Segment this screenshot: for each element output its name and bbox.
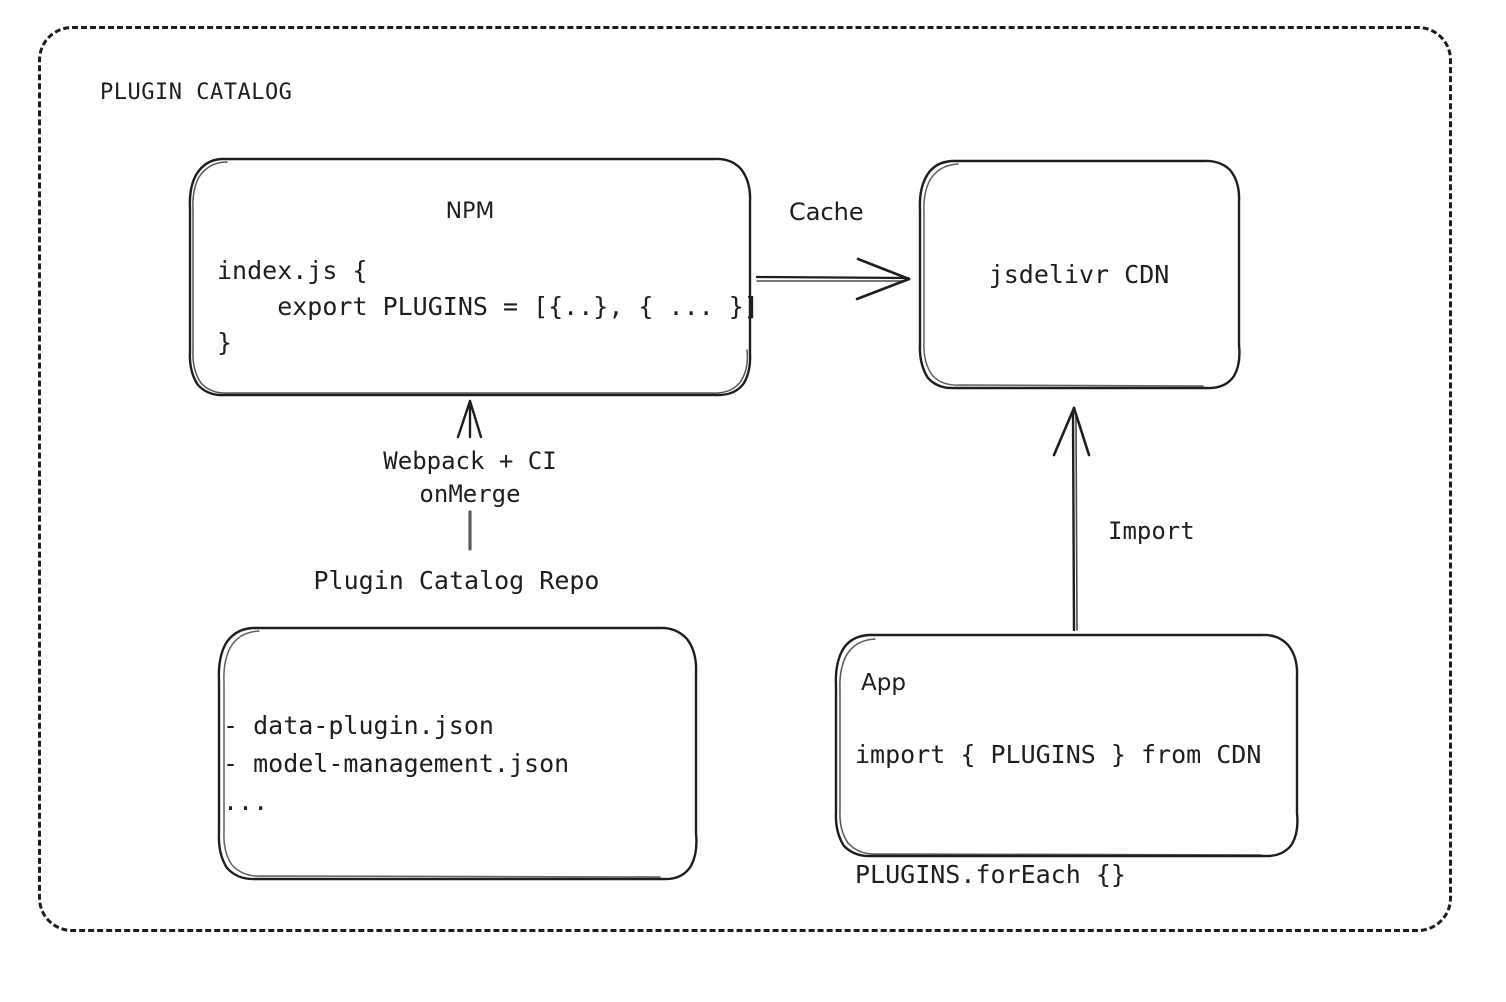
app-code-block: import { PLUGINS } from CDN PLUGINS.forE… [855,740,1262,889]
repo-box-outline [217,626,698,881]
edge-label-build: Webpack + CI onMerge [383,447,557,508]
npm-box-outline [188,157,752,397]
cdn-box-outline [918,159,1241,390]
repo-file-list: - data-plugin.json - model-management.js… [223,711,570,816]
app-box-outline [834,633,1299,858]
node-npm[interactable]: NPM index.js { export PLUGINS = [{..}, {… [187,156,759,398]
app-title: App [861,670,906,696]
edge-label-cache: Cache [789,198,864,226]
node-app[interactable]: App import { PLUGINS } from CDN PLUGINS.… [833,632,1300,889]
node-plugin-catalog-repo[interactable]: - data-plugin.json - model-management.js… [215,625,698,885]
cdn-label: jsdelivr CDN [988,259,1170,289]
npm-title: NPM [445,199,495,224]
repo-caption: Plugin Catalog Repo [313,566,600,595]
node-jsdelivr-cdn[interactable]: jsdelivr CDN [916,158,1242,390]
edge-label-import: Import [1108,517,1195,545]
plugin-catalog-frame [38,26,1452,932]
frame-title: PLUGIN CATALOG [100,80,293,105]
npm-code-block: index.js { export PLUGINS = [{..}, { ...… [217,256,759,357]
